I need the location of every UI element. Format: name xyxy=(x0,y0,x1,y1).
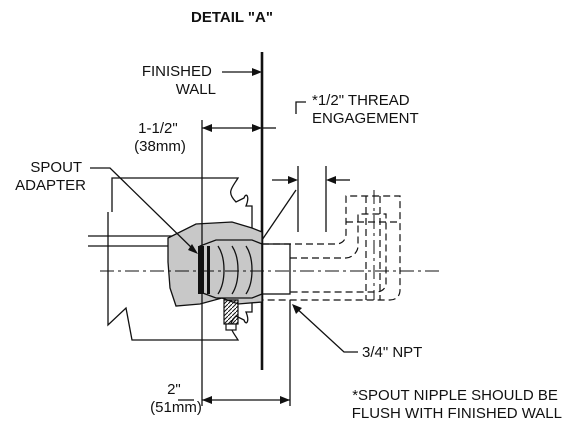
npt-leader xyxy=(293,305,358,353)
dimension-bottom xyxy=(178,300,291,406)
finished-wall-arrow xyxy=(252,68,262,76)
dimension-top-label: 1-1/2" (38mm) xyxy=(134,120,186,155)
spout-adapter-arrow xyxy=(188,244,198,254)
npt-arrow xyxy=(292,304,302,314)
spout-adapter-shade xyxy=(167,221,263,307)
npt-label: 3/4" NPT xyxy=(362,344,422,361)
thread-engagement-label: *1/2" THREAD ENGAGEMENT xyxy=(312,92,419,127)
spout-nipple xyxy=(261,243,291,295)
title: DETAIL "A" xyxy=(191,9,273,26)
thread-engagement-dimension xyxy=(261,166,350,241)
spout-adapter-label: SPOUT ADAPTER xyxy=(15,159,86,194)
dimension-top xyxy=(201,120,276,406)
thread-engagement-leader xyxy=(295,101,306,114)
finished-wall-label: FINISHED WALL xyxy=(142,63,216,98)
dimension-bottom-label: 2" (51mm) xyxy=(150,381,202,416)
spout-adapter-leader xyxy=(90,167,197,253)
spout-elbow-phantom xyxy=(262,195,401,301)
flush-note: *SPOUT NIPPLE SHOULD BE FLUSH WITH FINIS… xyxy=(352,387,562,422)
set-screw xyxy=(223,299,239,331)
